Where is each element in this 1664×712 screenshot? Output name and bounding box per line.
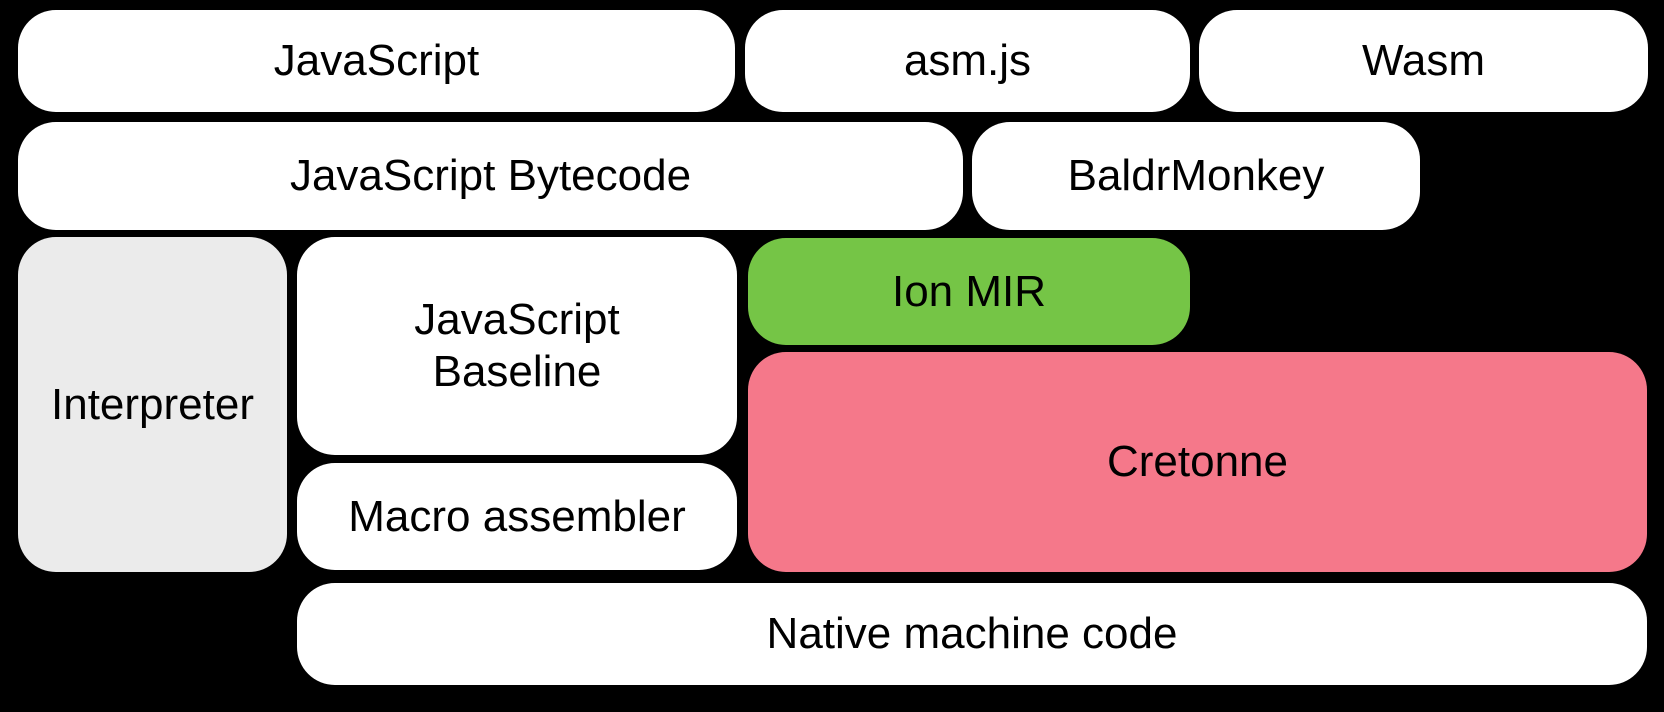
box-javascript-baseline: JavaScript Baseline [297, 237, 737, 455]
box-ion-mir: Ion MIR [748, 238, 1190, 345]
box-javascript: JavaScript [18, 10, 735, 112]
box-wasm: Wasm [1199, 10, 1648, 112]
box-javascript-label: JavaScript [273, 36, 480, 86]
box-javascript-bytecode-label: JavaScript Bytecode [289, 151, 692, 201]
box-cretonne-label: Cretonne [1106, 437, 1288, 487]
box-native-machine-code-label: Native machine code [766, 609, 1178, 659]
box-macro-assembler-label: Macro assembler [348, 491, 686, 541]
box-native-machine-code: Native machine code [297, 583, 1647, 685]
box-interpreter-label: Interpreter [51, 379, 254, 429]
box-javascript-baseline-label: JavaScript Baseline [414, 295, 620, 396]
box-cretonne: Cretonne [748, 352, 1647, 572]
box-ion-mir-label: Ion MIR [891, 266, 1047, 316]
box-wasm-label: Wasm [1361, 36, 1486, 86]
box-asm-js-label: asm.js [903, 36, 1032, 86]
box-macro-assembler: Macro assembler [297, 463, 737, 570]
box-interpreter: Interpreter [18, 237, 287, 572]
box-baldrmonkey-label: BaldrMonkey [1067, 151, 1325, 201]
box-asm-js: asm.js [745, 10, 1190, 112]
box-javascript-bytecode: JavaScript Bytecode [18, 122, 963, 230]
box-baldrmonkey: BaldrMonkey [972, 122, 1420, 230]
